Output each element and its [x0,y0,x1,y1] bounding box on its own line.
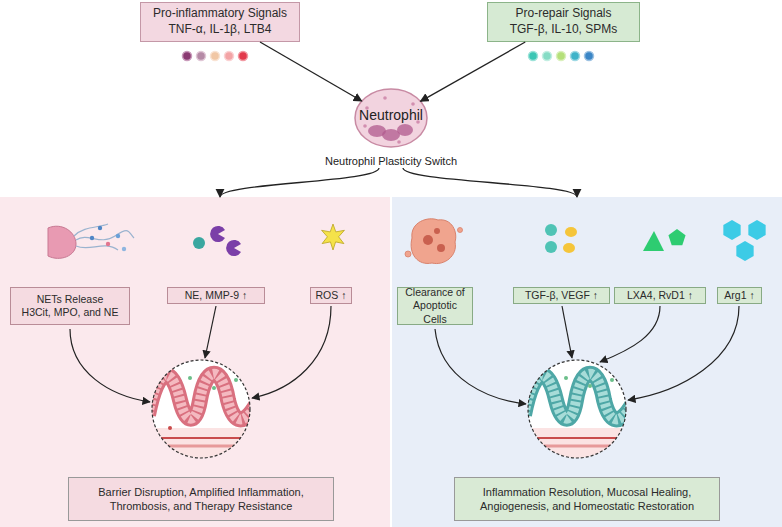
effector-box: NE, MMP-9 ↑ [167,287,265,304]
effector-label: LXA4, RvD1 ↑ [627,289,693,302]
phenotype-panel: NETs ReleaseH3Cit, MPO, and NE NE, MMP-9 … [0,197,390,527]
effector-heading: NETs Release [37,293,104,306]
cell-granule [411,102,415,106]
signal-heading: Pro-inflammatory Signals [153,6,287,22]
signal-dot [557,52,566,61]
signal-dot [585,52,594,61]
effector-box: ROS ↑ [310,287,352,304]
effector-label: H3Cit, MPO, and NE [22,306,119,319]
effector-label: Clearance of Apoptotic Cells [400,286,470,325]
phenotype-panel: Clearance of Apoptotic Cells TGF-β, VEGF … [392,197,782,527]
signal-dot [197,52,206,61]
connector-arrow [420,42,525,101]
cell-granule [363,124,367,128]
cell-nucleus [397,124,413,136]
effector-box: TGF-β, VEGF ↑ [513,287,610,304]
effector-box: Arg1 ↑ [717,287,762,304]
signal-box: Pro-inflammatory SignalsTNF-α, IL-1β, LT… [140,2,300,42]
outcome-box: Inflammation Resolution, Mucosal Healing… [454,477,720,521]
signal-dot [543,52,552,61]
neutrophil-cell: NeutrophilNeutrophil Plasticity Switch [306,86,476,168]
outcome-label: Barrier Disruption, Amplified Inflammati… [75,485,327,514]
signal-list: TNF-α, IL-1β, LTB4 [169,22,272,38]
effector-box: LXA4, RvD1 ↑ [614,287,706,304]
cell-granule [397,140,401,144]
effector-label: TGF-β, VEGF ↑ [525,289,598,302]
effector-box: NETs ReleaseH3Cit, MPO, and NE [10,287,130,325]
signal-box: Pro-repair SignalsTGF-β, IL-10, SPMs [487,2,640,42]
outcome-label: Inflammation Resolution, Mucosal Healing… [461,485,713,514]
signal-dot [529,52,538,61]
signal-list: TGF-β, IL-10, SPMs [510,22,618,38]
connector-arrow [403,168,577,197]
effector-label: Arg1 ↑ [724,289,754,302]
signal-dot [211,52,220,61]
effector-label: NE, MMP-9 ↑ [185,289,247,302]
cell-granule [383,96,387,100]
signal-dot [225,52,234,61]
effector-label: ROS ↑ [316,289,347,302]
signal-dot [571,52,580,61]
signal-heading: Pro-repair Signals [515,6,611,22]
cell-label: Neutrophil [306,107,476,123]
switch-label: Neutrophil Plasticity Switch [306,155,476,167]
connector-arrow [260,42,362,101]
signal-dot [183,52,192,61]
connector-arrow [220,168,379,197]
effector-box: Clearance of Apoptotic Cells [397,287,473,325]
outcome-box: Barrier Disruption, Amplified Inflammati… [68,477,334,521]
signal-dot [239,52,248,61]
